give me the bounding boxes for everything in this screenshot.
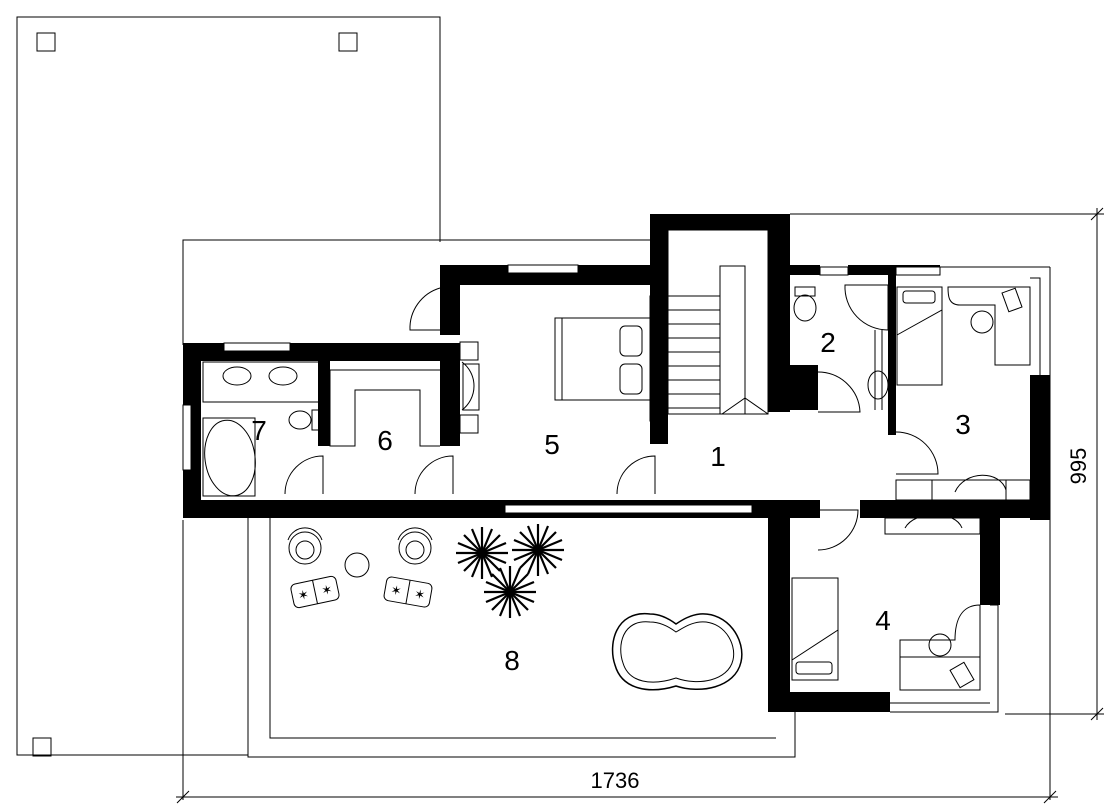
- terrace-sofa: ✶ ✶: [290, 575, 340, 609]
- terrace-chair: [397, 527, 433, 565]
- palm-plant: [456, 524, 564, 618]
- room-label-1: 1: [710, 441, 726, 472]
- room-label-8: 8: [504, 645, 520, 676]
- room-label-2: 2: [820, 327, 836, 358]
- double-bed: [554, 317, 651, 401]
- toilet: [793, 294, 817, 322]
- walls: [183, 214, 1050, 712]
- chair: [970, 310, 994, 334]
- sink: [222, 366, 252, 386]
- pillow: [619, 325, 643, 357]
- armchair: [461, 361, 475, 411]
- room-label-4: 4: [875, 605, 891, 636]
- desk: [947, 286, 1031, 366]
- pool-inner: [620, 621, 735, 683]
- bathroom-2-fixtures: [784, 284, 889, 409]
- chair: [928, 633, 952, 657]
- dimension-width-label: 1736: [591, 768, 640, 793]
- room-labels: 1 2 3 4 5 6 7 8: [251, 327, 971, 676]
- sink: [867, 370, 889, 400]
- terrace-table: [344, 552, 370, 578]
- desk: [899, 604, 981, 658]
- pillow: [619, 363, 643, 395]
- windows: [182, 264, 941, 514]
- svg-text:✶: ✶: [296, 587, 310, 604]
- column-marker: [338, 32, 358, 52]
- svg-text:✶: ✶: [320, 582, 334, 599]
- svg-text:✶: ✶: [389, 582, 402, 599]
- room-label-6: 6: [377, 425, 393, 456]
- dimension-depth-label: 995: [1066, 448, 1091, 485]
- pool-outer: [611, 613, 743, 691]
- terrace-sofa: ✶ ✶: [383, 576, 433, 608]
- bedroom-5-furniture: [461, 295, 657, 422]
- staircase: [667, 229, 769, 415]
- column-marker: [32, 737, 52, 757]
- shower: [844, 284, 889, 331]
- partitions: [329, 330, 883, 447]
- sink: [268, 366, 298, 386]
- roof-outline: [16, 16, 441, 757]
- column-marker: [36, 32, 56, 52]
- doors: [284, 287, 939, 551]
- svg-text:✶: ✶: [413, 586, 426, 603]
- single-bed: [791, 577, 839, 681]
- terrace-chair: [287, 527, 323, 565]
- single-bed: [896, 286, 943, 386]
- room-label-5: 5: [544, 429, 560, 460]
- dimension-depth: 995: [790, 207, 1104, 721]
- bathroom-7-fixtures: [202, 361, 321, 497]
- dimension-width: 1736: [176, 520, 1058, 804]
- toilet: [288, 410, 312, 430]
- room-4-furniture: [791, 514, 981, 691]
- room-label-7: 7: [251, 415, 267, 446]
- room-label-3: 3: [955, 409, 971, 440]
- room-3-furniture: [895, 286, 1031, 501]
- terrace-8: ✶ ✶ ✶ ✶: [247, 517, 796, 758]
